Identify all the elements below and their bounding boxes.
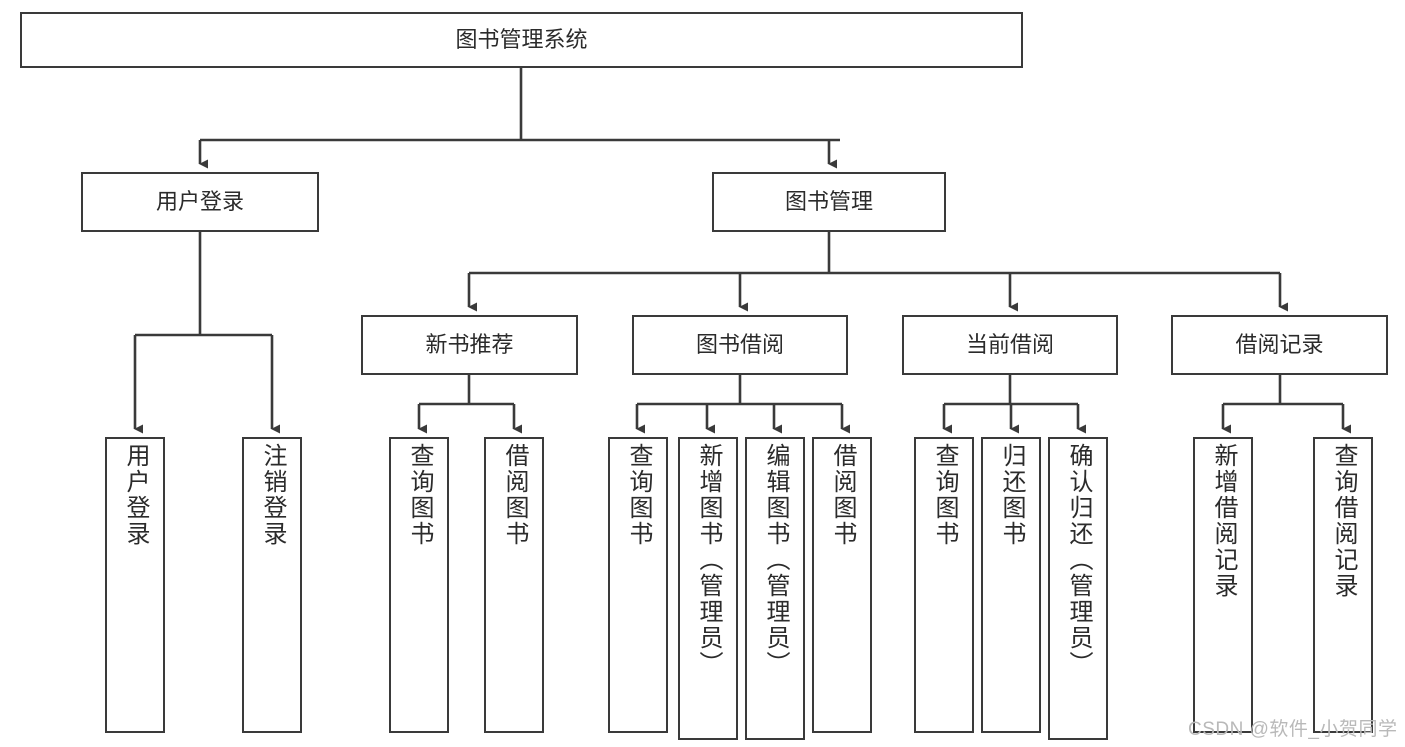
node-label: 归还图书 (998, 443, 1025, 547)
node-label: 图书管理系统 (455, 27, 588, 53)
node-label: 查询借阅记录 (1330, 443, 1357, 599)
node-new-book-recommend[interactable]: 新书推荐 (361, 315, 578, 375)
node-label: 图书管理 (784, 189, 873, 215)
node-label: 用户登录 (155, 189, 244, 215)
node-label: 查询图书 (406, 443, 433, 547)
node-label: 编辑图书（管理员） (762, 443, 789, 677)
node-label: 借阅记录 (1235, 332, 1324, 358)
node-borrow-record[interactable]: 借阅记录 (1171, 315, 1388, 375)
leaf-add-book-admin[interactable]: 新增图书（管理员） (678, 437, 738, 740)
node-book-borrow[interactable]: 图书借阅 (632, 315, 848, 375)
leaf-add-borrow-record[interactable]: 新增借阅记录 (1193, 437, 1253, 733)
leaf-user-login[interactable]: 用户登录 (105, 437, 165, 733)
node-label: 用户登录 (122, 443, 149, 547)
node-root-system[interactable]: 图书管理系统 (20, 12, 1023, 68)
leaf-borrow-book[interactable]: 借阅图书 (812, 437, 872, 733)
node-current-borrow[interactable]: 当前借阅 (902, 315, 1118, 375)
leaf-confirm-return-admin[interactable]: 确认归还（管理员） (1048, 437, 1108, 740)
node-book-management[interactable]: 图书管理 (712, 172, 946, 232)
node-label: 新增借阅记录 (1210, 443, 1237, 599)
leaf-edit-book-admin[interactable]: 编辑图书（管理员） (745, 437, 805, 740)
node-label: 查询图书 (931, 443, 958, 547)
leaf-return-book[interactable]: 归还图书 (981, 437, 1041, 733)
leaf-query-book-borrow[interactable]: 查询图书 (608, 437, 668, 733)
leaf-query-book-current[interactable]: 查询图书 (914, 437, 974, 733)
leaf-query-book-recommend[interactable]: 查询图书 (389, 437, 449, 733)
node-user-login[interactable]: 用户登录 (81, 172, 319, 232)
node-label: 新增图书（管理员） (695, 443, 722, 677)
node-label: 查询图书 (625, 443, 652, 547)
leaf-query-borrow-record[interactable]: 查询借阅记录 (1313, 437, 1373, 733)
node-label: 新书推荐 (425, 332, 514, 358)
node-label: 确认归还（管理员） (1065, 443, 1092, 677)
node-label: 当前借阅 (965, 332, 1054, 358)
leaf-borrow-book-recommend[interactable]: 借阅图书 (484, 437, 544, 733)
node-label: 借阅图书 (829, 443, 856, 547)
csdn-watermark: CSDN @软件_小贺同学 (1188, 719, 1398, 740)
leaf-logout-login[interactable]: 注销登录 (242, 437, 302, 733)
node-label: 借阅图书 (501, 443, 528, 547)
node-label: 注销登录 (259, 443, 286, 547)
node-label: 图书借阅 (695, 332, 784, 358)
